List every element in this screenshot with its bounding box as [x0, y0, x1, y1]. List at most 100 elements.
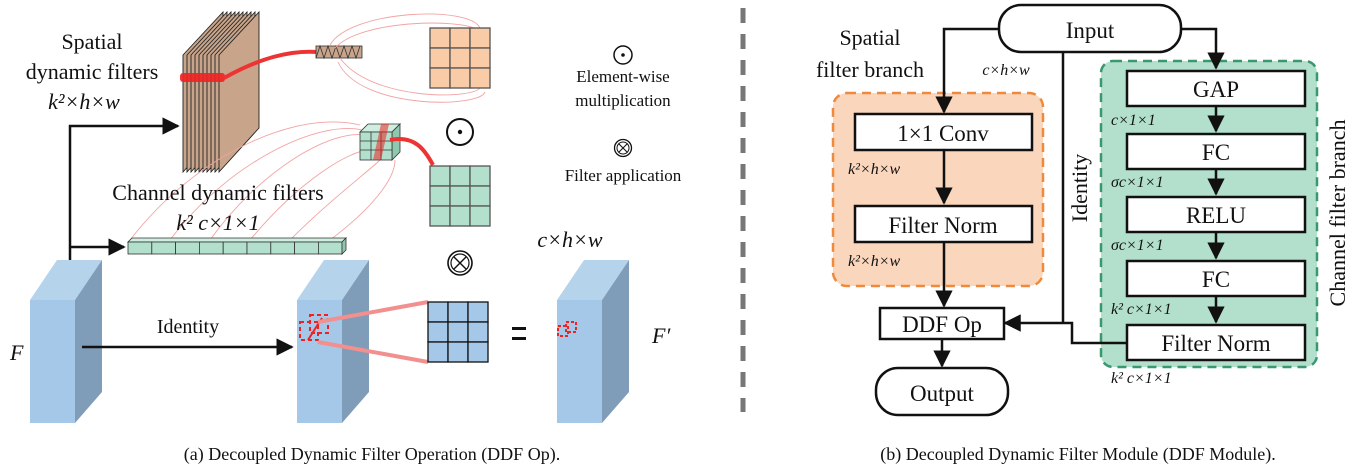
spatial-norm-node: [853, 204, 1034, 244]
grid-cell: [427, 341, 449, 363]
arrow-norm-to-ddf-op: [1003, 314, 1127, 345]
arrow-input-to-gap: [1181, 27, 1225, 70]
input-feature-map: [30, 260, 102, 423]
input-node-label: Input: [1066, 18, 1115, 43]
gap-label: GAP: [1193, 77, 1239, 102]
spatial-filters-label-2: dynamic filters: [26, 59, 159, 84]
arrow-to-spatial: [68, 117, 180, 272]
legend: Element-wise multiplication Filter appli…: [565, 45, 682, 185]
spatial-branch-label-1: Spatial: [839, 25, 900, 50]
identity-label: Identity: [157, 316, 219, 338]
grid-cell: [469, 165, 491, 187]
conv-dims: k²×h×w: [848, 161, 900, 178]
grid-cell: [449, 67, 471, 89]
grid-cell: [467, 321, 489, 343]
channel-norm-node: [1125, 323, 1307, 362]
grid-cell: [429, 27, 451, 49]
output-label: F′: [651, 323, 671, 348]
projection-lines: [317, 300, 429, 364]
filter-application-operator: [447, 250, 473, 276]
output-dims: c×h×w: [537, 227, 602, 252]
fc2-node: [1125, 259, 1307, 298]
middle-feature-map: [297, 260, 369, 423]
grid-cell: [427, 301, 449, 323]
grid-cell: [447, 301, 469, 323]
output-node-label: Output: [910, 381, 975, 406]
legend-elementwise-line2: multiplication: [575, 91, 671, 110]
input-label: F: [9, 340, 24, 365]
grid-cell: [449, 205, 471, 227]
spatial-highlight: [180, 73, 225, 82]
grid-cell: [429, 205, 451, 227]
channel-cube: [359, 123, 401, 161]
legend-filter-icon: [613, 138, 633, 158]
relu-label: RELU: [1186, 203, 1246, 228]
grid-cell: [449, 47, 471, 69]
grid-cell: [449, 165, 471, 187]
grid-cell: [469, 47, 491, 69]
fc1-label: FC: [1202, 140, 1230, 165]
spatial-branch-label-2: filter branch: [816, 57, 924, 82]
channel-norm-label: Filter Norm: [1161, 331, 1270, 356]
grid-cell: [447, 321, 469, 343]
fc2-dims: k² c×1×1: [1111, 301, 1172, 318]
legend-elementwise-icon: [613, 45, 633, 65]
legend-elementwise-line1: Element-wise: [576, 67, 669, 86]
output-node: [874, 366, 1010, 417]
channel-kernel-grid: [429, 165, 491, 227]
grid-cell: [469, 67, 491, 89]
spatial-small-kernel: [315, 44, 363, 60]
spatial-norm-dims: k²×h×w: [848, 253, 900, 270]
channel-filter-cell: [175, 241, 200, 255]
elementwise-operator: [446, 118, 474, 146]
grid-cell: [427, 321, 449, 343]
panel-b: Input Spatial filter branch c×h×w 1×1 Co…: [816, 3, 1350, 465]
relu-node: [1125, 195, 1307, 234]
channel-link-curve: [389, 137, 435, 166]
conv-node-label: 1×1 Conv: [897, 121, 989, 146]
grid-cell: [449, 27, 471, 49]
channel-filters-label: Channel dynamic filters: [112, 180, 323, 205]
output-feature-map: [557, 260, 629, 423]
channel-filter-cell: [222, 241, 248, 255]
caption-a: (a) Decoupled Dynamic Filter Operation (…: [184, 444, 560, 465]
spatial-link-curve: [223, 49, 319, 80]
grid-cell: [449, 185, 471, 207]
spatial-kernel-grid: [429, 27, 491, 89]
grid-cell: [429, 165, 451, 187]
grid-cell: [467, 301, 489, 323]
channel-filter-cell: [151, 241, 177, 255]
identity-label-b: Identity: [1067, 154, 1092, 222]
applied-kernel-grid: [427, 301, 489, 363]
input-dims: c×h×w: [982, 62, 1030, 79]
fc2-label: FC: [1202, 267, 1230, 292]
channel-filter-cell: [198, 241, 224, 255]
grid-cell: [469, 205, 491, 227]
spatial-filter-layer: [218, 10, 260, 174]
panel-a: Spatial dynamic filters k²×h×w: [9, 10, 682, 465]
ddf-op-label: DDF Op: [902, 312, 982, 337]
grid-cell: [467, 341, 489, 363]
channel-filters-dims: k² c×1×1: [176, 210, 259, 235]
grid-cell: [469, 27, 491, 49]
spatial-norm-label: Filter Norm: [888, 213, 997, 238]
arrow-input-to-conv: [935, 27, 999, 114]
channel-norm-dims: k² c×1×1: [1111, 370, 1172, 387]
conv-node: [853, 112, 1034, 152]
fc1-node: [1125, 132, 1307, 171]
legend-filter-label: Filter application: [565, 166, 682, 185]
gap-dims: c×1×1: [1111, 112, 1156, 129]
channel-filter-cell: [294, 241, 319, 255]
fc1-dims: σc×1×1: [1111, 174, 1164, 191]
grid-cell: [469, 185, 491, 207]
relu-dims: σc×1×1: [1111, 237, 1164, 254]
channel-filter-cell: [317, 241, 343, 255]
equals-sign: [512, 327, 526, 340]
channel-branch-label: Channel filter branch: [1325, 120, 1350, 307]
spatial-filters-label-1: Spatial: [61, 29, 122, 54]
channel-filter-cell: [270, 241, 295, 255]
grid-cell: [429, 67, 451, 89]
channel-filter-cell: [246, 241, 272, 255]
grid-cell: [429, 47, 451, 69]
